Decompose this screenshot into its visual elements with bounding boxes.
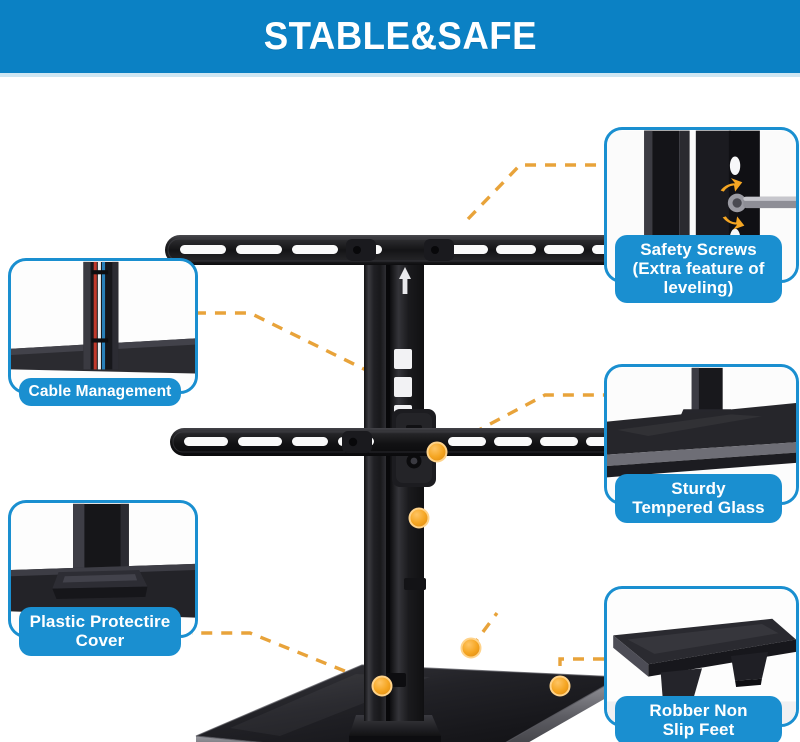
upper-bracket-bosses: [346, 239, 454, 261]
label-line: Tempered Glass: [632, 497, 765, 517]
callout-cable-management[interactable]: Cable Management: [8, 258, 198, 406]
label-line: Sturdy: [671, 478, 726, 498]
rubber-feet-thumbnail: [607, 589, 796, 724]
callout-rubber-feet[interactable]: Robber Non Slip Feet: [604, 586, 799, 742]
marker-lower-bracket: [426, 441, 448, 463]
callout-label-tempered-glass: Sturdy Tempered Glass: [615, 473, 782, 523]
label-line: Cover: [75, 630, 125, 650]
label-line: Cable Management: [28, 382, 172, 400]
marker-glass-surface: [460, 637, 482, 659]
callout-label-cable-management: Cable Management: [19, 377, 181, 406]
connector-plastic-cover: [192, 631, 383, 688]
label-line: Safety Screws: [640, 239, 757, 259]
marker-column-lock: [408, 507, 430, 529]
label-line: Plastic Protectire: [29, 611, 171, 631]
label-line: Slip Feet: [662, 719, 735, 739]
header-underline: [0, 73, 800, 77]
header-banner: STABLE&SAFE: [0, 0, 800, 73]
marker-base-foot: [549, 675, 571, 697]
page-title: STABLE&SAFE: [263, 14, 537, 58]
callout-label-plastic-cover: Plastic Protectire Cover: [19, 606, 181, 656]
column-latch: [404, 578, 426, 590]
upper-bracket-arm: [165, 235, 631, 265]
height-adjust-column: [364, 241, 436, 721]
tv-stand-graphic: [165, 235, 631, 742]
up-arrow-icon: [399, 267, 411, 294]
label-line: leveling): [663, 277, 734, 297]
callout-plastic-cover[interactable]: Plastic Protectire Cover: [8, 500, 198, 656]
lower-bracket-boss: [342, 431, 372, 453]
callout-markers: [371, 441, 571, 697]
marker-base-column-joint: [371, 675, 393, 697]
callout-label-safety-screws: Safety Screws (Extra feature of leveling…: [615, 234, 782, 303]
product-illustration: [165, 163, 631, 742]
callout-safety-screws[interactable]: Safety Screws (Extra feature of leveling…: [604, 127, 799, 303]
callout-frame: [8, 258, 198, 394]
lower-bracket-arm: [170, 428, 630, 456]
label-line: (Extra feature of: [632, 258, 765, 278]
connector-safety-screws: [466, 163, 604, 221]
label-line: Robber Non: [649, 700, 748, 720]
callout-tempered-glass[interactable]: Sturdy Tempered Glass: [604, 364, 799, 523]
callout-label-rubber-feet: Robber Non Slip Feet: [615, 695, 782, 742]
connector-cable-management: [192, 311, 373, 375]
cable-management-thumbnail: [11, 261, 195, 391]
